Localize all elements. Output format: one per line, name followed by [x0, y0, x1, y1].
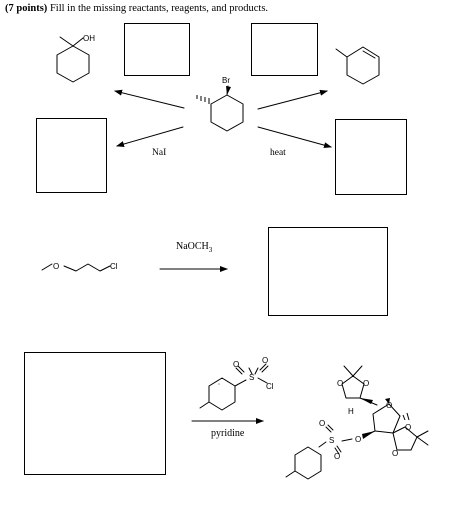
- instruction-text: Fill in the missing reactants, reagents,…: [49, 3, 269, 14]
- chloro-methoxypropane-structure: [41, 263, 53, 271]
- arrow-to-top-left: [114, 89, 185, 109]
- points-label: (7 points): [5, 3, 48, 14]
- answer-box-ether-product[interactable]: [268, 227, 388, 316]
- atom-s-product: S: [329, 436, 334, 445]
- atom-oh: OH: [83, 34, 95, 43]
- atom-o-product-3: O: [405, 423, 411, 432]
- answer-box-top-left[interactable]: [124, 23, 190, 76]
- atom-o-ether: O: [53, 262, 59, 271]
- atom-o-product-4: O: [392, 449, 398, 458]
- atom-o-ring: O: [386, 401, 392, 410]
- answer-box-mid-left[interactable]: [36, 118, 107, 193]
- arrow-to-mid-right: [257, 126, 332, 149]
- tosyl-chloride-structure: [199, 363, 269, 411]
- answer-box-mid-right[interactable]: [335, 119, 407, 195]
- atom-cl-tscl: Cl: [266, 382, 274, 391]
- atom-o-product-5: O: [319, 419, 325, 428]
- atom-o-product-1: O: [337, 379, 343, 388]
- reagent-naoch3: NaOCH3: [176, 241, 213, 254]
- atom-o-product-2: O: [363, 379, 369, 388]
- question-header: (7 points) Fill in the missing reactants…: [5, 3, 268, 14]
- atom-cl-chain: Cl: [110, 262, 118, 271]
- arrow-to-mid-left: [116, 126, 184, 147]
- methylcyclohexanol-structure: [56, 36, 90, 83]
- reagent-nai: NaI: [152, 148, 167, 158]
- atom-s-tscl: S: [249, 373, 254, 382]
- methylcyclohexene-structure: [335, 46, 380, 85]
- atom-o-tscl-right: O: [262, 356, 268, 365]
- reagent-pyridine: pyridine: [211, 428, 245, 439]
- atom-br: Br: [222, 76, 230, 85]
- reagent-heat: heat: [270, 148, 286, 158]
- atom-o-tscl-left: O: [233, 360, 239, 369]
- answer-box-top-right[interactable]: [251, 23, 318, 76]
- atom-o-product-6: O: [334, 452, 340, 461]
- answer-box-tosylation-reactant[interactable]: [24, 352, 166, 475]
- atom-h-product: H: [348, 407, 354, 416]
- atom-o-ts-link: O: [355, 435, 361, 444]
- arrow-to-top-right: [257, 89, 328, 110]
